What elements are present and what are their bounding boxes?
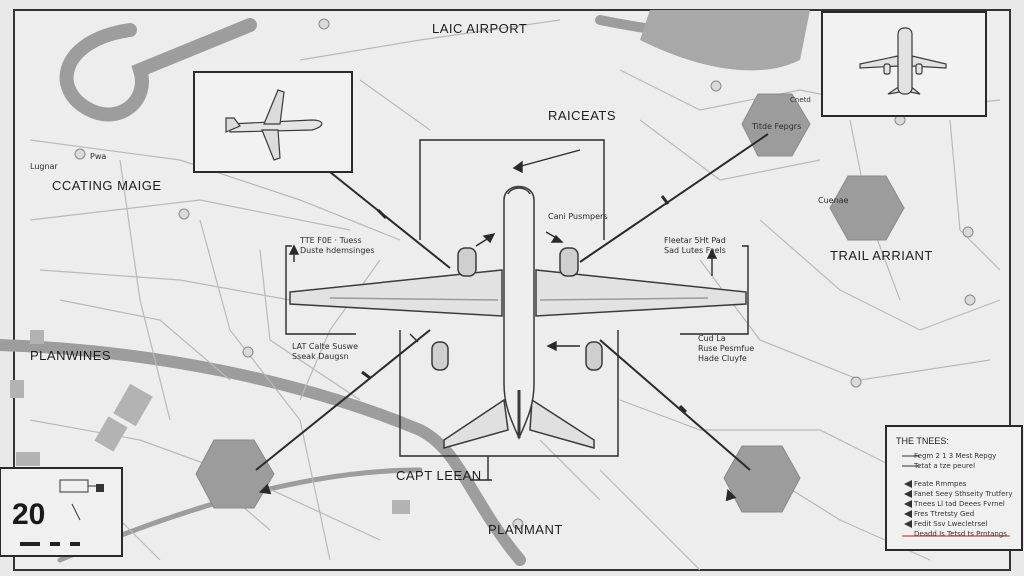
planmant-label: PLANMANT — [488, 522, 563, 537]
legend-row: Deadd Is Tetsd ts Prntangs — [914, 530, 1007, 538]
poi-label: Pwa — [90, 152, 107, 161]
capt-label: CAPT LEEAN — [396, 468, 482, 483]
note-right-bottom: Cud La Ruse Pesmfue Hade Cluyfe — [698, 334, 755, 363]
legend: THE TNEES: Fegm 2 1 3 Mest Repgy Tetat a… — [886, 426, 1022, 550]
inset-top-left — [193, 71, 353, 173]
map-logo-text: Lugnar — [30, 162, 58, 171]
raicats-label: RAICEATS — [548, 108, 617, 123]
trail-label: TRAIL ARRIANT — [830, 248, 933, 263]
hex-top-right-title: Cnetd — [790, 96, 811, 104]
major-roads — [0, 10, 810, 566]
airport-title: LAIC AIRPORT — [432, 21, 528, 36]
legend-row: Tetat a tze peurel — [914, 462, 976, 470]
annotation-frames — [285, 139, 749, 481]
legend-row: Fegm 2 1 3 Mest Repgy — [914, 452, 997, 460]
inset-top-right — [821, 11, 987, 117]
note-left-bottom: LAT Calte Suswe Sseak Daugsn — [292, 342, 359, 361]
note-left-top: TTE F0E · Tuess Duste hdemsinges — [300, 236, 375, 255]
pointer-arrows — [258, 149, 737, 502]
legend-row: Feate Rmmpes — [914, 480, 967, 488]
scale-number: 20 — [12, 498, 46, 531]
hexagon-bottom-left — [195, 439, 275, 509]
legend-row: Fanet Seey Sthseity Trutfery — [914, 490, 1013, 498]
center-box-label: Cani Pusmpers — [548, 212, 608, 221]
coating-label: CCATING MAIGE — [52, 178, 162, 193]
scale-box — [0, 467, 123, 557]
legend-row: Tnees Ll tad Deees Fvrnel — [914, 500, 1005, 508]
leader-lines — [255, 133, 769, 471]
legend-box — [885, 425, 1023, 551]
hexagon-zones — [195, 93, 905, 513]
hex-right-label: Cuenae — [818, 196, 849, 205]
legend-row: Fedit Ssv Lwecletrsel — [914, 520, 988, 528]
map-dots — [74, 18, 976, 530]
planwines-label: PLANWINES — [30, 348, 112, 363]
dark-blocks — [10, 330, 410, 514]
hexagon-bottom-right — [723, 445, 801, 513]
note-right-top: Fleetar 5Ht Pad Sad Lutes Faels — [664, 236, 726, 255]
hexagon-right — [829, 175, 905, 241]
legend-row: Fres Ttretsty Ged — [914, 510, 975, 518]
legend-title: THE TNEES: — [896, 436, 949, 446]
hex-top-right-label: Titde Fepgrs — [752, 122, 802, 131]
main-airplane-diagram — [289, 185, 747, 449]
